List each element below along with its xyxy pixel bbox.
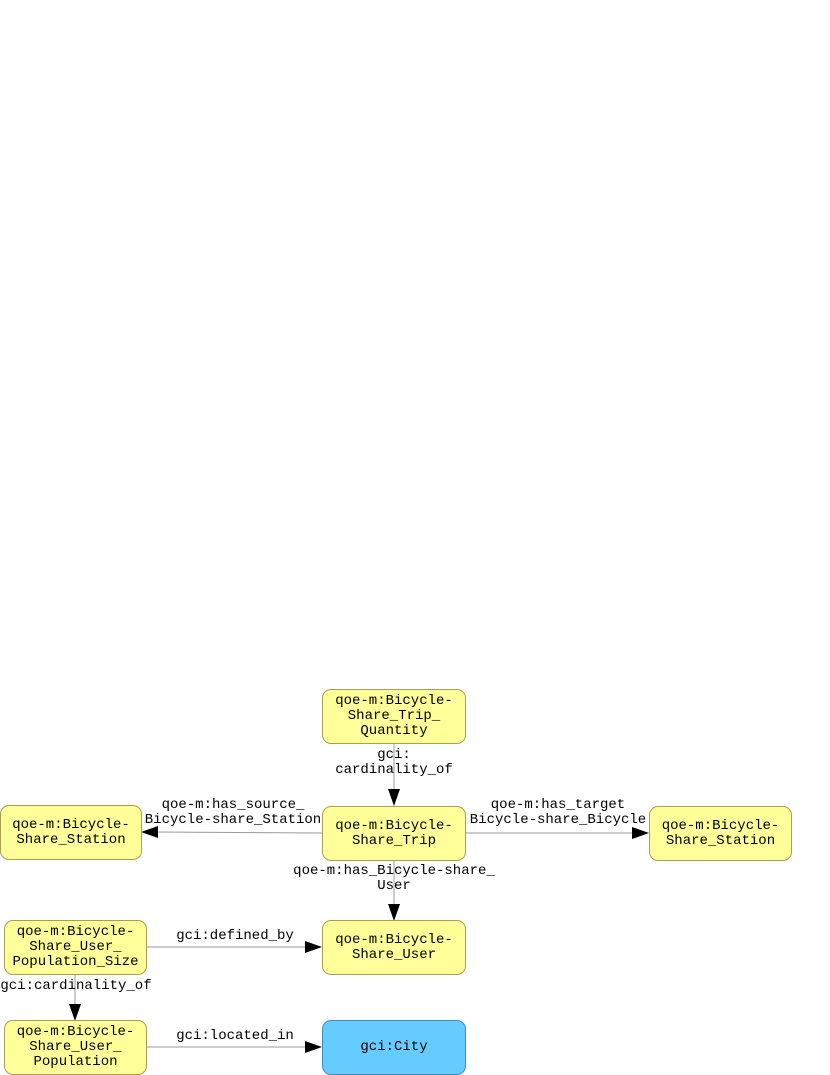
node-user-population[interactable]: qoe-m:Bicycle- Share_User_ Population [4, 1020, 147, 1075]
edge-label-defined-by: gci:defined_by [176, 928, 294, 944]
node-trip[interactable]: qoe-m:Bicycle- Share_Trip [322, 806, 466, 861]
arrowhead-trip-to-user [388, 904, 400, 921]
arrowhead-quantity-to-trip [388, 789, 400, 806]
edge-label-cardinality-of-population: gci:cardinality_of [0, 978, 152, 994]
node-user[interactable]: qoe-m:Bicycle- Share_User [322, 920, 466, 975]
arrowhead-size-to-population [69, 1004, 81, 1021]
arrowhead-size-to-user [305, 941, 322, 953]
edge-label-has-target-bicycle: qoe-m:has_target Bicycle-share_Bicycle [469, 797, 647, 828]
node-trip-quantity[interactable]: qoe-m:Bicycle- Share_Trip_ Quantity [322, 689, 466, 744]
node-city[interactable]: gci:City [322, 1020, 466, 1075]
edge-label-has-user: qoe-m:has_Bicycle-share_ User [293, 863, 495, 894]
arrowhead-population-to-city [305, 1041, 322, 1053]
node-user-population-size[interactable]: qoe-m:Bicycle- Share_User_ Population_Si… [4, 920, 147, 975]
edge-label-cardinality-of-quantity: gci: cardinality_of [335, 747, 453, 778]
arrowhead-trip-to-target-station [632, 827, 649, 839]
edge-trip-to-source-station [157, 831, 323, 834]
edge-label-located-in: gci:located_in [176, 1028, 294, 1044]
edge-label-has-source-station: qoe-m:has_source_ Bicycle-share_Station [144, 797, 322, 828]
node-target-station[interactable]: qoe-m:Bicycle- Share_Station [649, 806, 792, 861]
arrowhead-trip-to-source-station [141, 826, 158, 838]
node-source-station[interactable]: qoe-m:Bicycle- Share_Station [0, 805, 142, 860]
